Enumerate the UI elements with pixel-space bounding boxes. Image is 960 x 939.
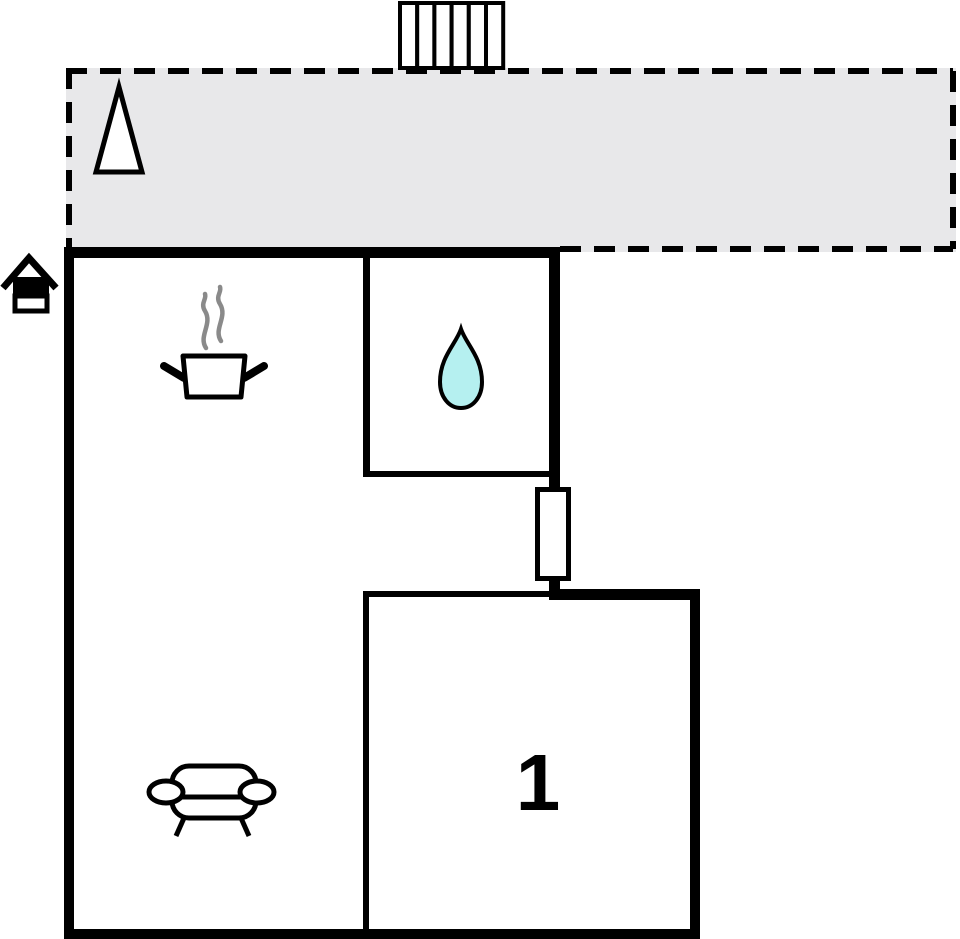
steam-icon [200, 284, 225, 351]
stair-step [466, 1, 488, 70]
stair-step [449, 1, 471, 70]
stair-step [415, 1, 437, 70]
wall-bathroom-bottom-interior [363, 471, 560, 477]
wall-bathroom-left-interior [363, 247, 370, 477]
sofa-icon [146, 763, 277, 838]
room-1-label: 1 [516, 738, 561, 827]
pot-handle-right [240, 362, 268, 382]
pot-handle-left [160, 362, 188, 382]
sofa-leg-right [238, 816, 252, 838]
walls [64, 247, 700, 939]
wall-room1-left-interior [363, 591, 369, 929]
sofa-armrest-right [237, 778, 277, 806]
sofa-leg-left [173, 816, 187, 838]
shed-body-bottom [12, 293, 50, 314]
door-icon [535, 487, 571, 581]
steam-line [215, 284, 225, 344]
stairs-icon [398, 1, 506, 70]
stair-step [484, 1, 506, 70]
wall-left-exterior [64, 247, 74, 939]
steam-line [200, 291, 210, 351]
terrace-area [66, 68, 956, 252]
wall-door-stub [549, 579, 560, 595]
sofa-armrest-left [146, 778, 186, 806]
terrace-dashed-border [66, 68, 956, 252]
stair-step [398, 1, 420, 70]
stair-step [432, 1, 454, 70]
wall-top-exterior [64, 247, 560, 258]
tree-icon [92, 77, 146, 175]
cooking-pot-icon [160, 353, 268, 400]
wall-room1-right-exterior [690, 589, 700, 939]
water-drop-icon [437, 322, 485, 411]
shed-icon [0, 252, 59, 314]
wall-room1-top-exterior [549, 589, 700, 600]
pot-body [180, 353, 248, 400]
wall-room1-top-interior [365, 591, 549, 597]
shed-body-top [13, 277, 49, 296]
wall-right-upper-exterior [549, 247, 560, 488]
wall-bottom-exterior [64, 929, 700, 939]
